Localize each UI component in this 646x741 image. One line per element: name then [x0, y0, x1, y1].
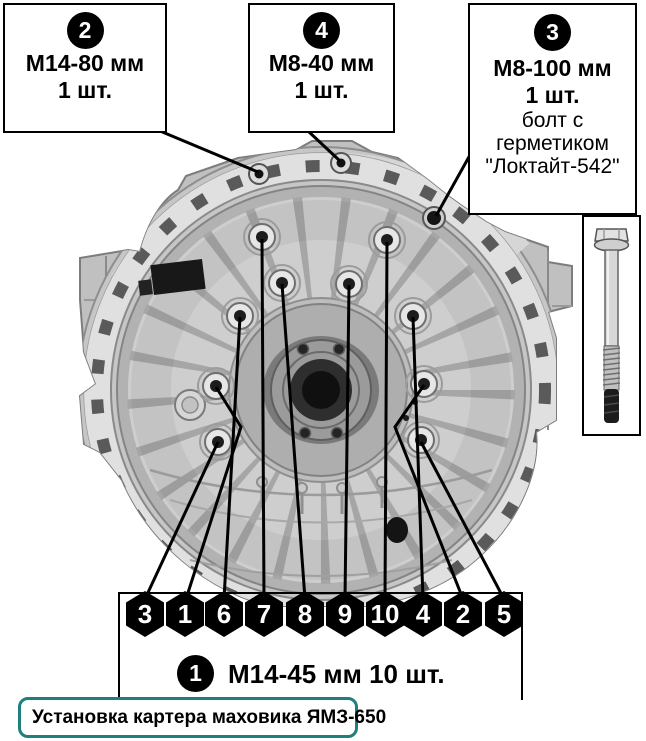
callout-1-row: 1 М14-45 мм 10 шт. [177, 655, 445, 692]
callout-3-spec: М8-100 мм [493, 55, 612, 81]
lower-cover-detail [149, 468, 493, 577]
sequence-hex-badge: 6 [205, 591, 243, 637]
callout-4-spec: М8-40 мм [268, 50, 375, 76]
radial-ribs [127, 196, 515, 584]
sequence-hex-badge: 1 [166, 591, 204, 637]
sequence-hex-badge: 8 [286, 591, 324, 637]
callout-4-badge: 4 [303, 12, 340, 49]
sealant-bolt-box [582, 215, 641, 436]
callout-1-spec: М14-45 мм 10 шт. [228, 658, 445, 689]
bolt-illustration [593, 228, 630, 423]
callout-3-qty: 1 шт. [525, 82, 580, 108]
callout-box-2: 2 М14-80 мм 1 шт. [3, 3, 167, 133]
housing-face [80, 146, 565, 606]
bolt-sealant-coating [604, 389, 619, 423]
callout-3-note-line1: болт с [521, 109, 584, 132]
sequence-hex-badge: 10 [366, 591, 404, 637]
callout-2-spec: М14-80 мм [25, 50, 145, 76]
callout-2-qty: 1 шт. [58, 77, 112, 103]
callout-4-qty: 1 шт. [294, 77, 349, 103]
callout-3-note-line3: "Локтайт-542" [485, 155, 620, 178]
sequence-box [118, 592, 523, 700]
callout-box-3: 3 М8-100 мм 1 шт. болт с герметиком "Лок… [468, 3, 637, 215]
callout-box-4: 4 М8-40 мм 1 шт. [248, 3, 395, 133]
sequence-hex-badge: 4 [404, 591, 442, 637]
leader-lines [143, 129, 506, 600]
sequence-hex-badge: 5 [485, 591, 523, 637]
crankshaft-hub [234, 303, 408, 477]
sequence-hex-badge: 9 [326, 591, 364, 637]
sequence-hex-badge: 2 [444, 591, 482, 637]
sequence-hex-badge: 3 [126, 591, 164, 637]
sensor-opening [138, 258, 206, 296]
callout-2-badge: 2 [66, 12, 104, 49]
page-caption: Установка картера маховика ЯМЗ-650 [18, 697, 386, 738]
flange-slot-holes [91, 160, 551, 606]
callout-3-badge: 3 [534, 14, 571, 51]
drain-plug [386, 517, 408, 543]
callout-3-note-line2: герметиком [496, 132, 609, 155]
callout-1-badge: 1 [177, 655, 214, 692]
sequence-hex-badge: 7 [245, 591, 283, 637]
